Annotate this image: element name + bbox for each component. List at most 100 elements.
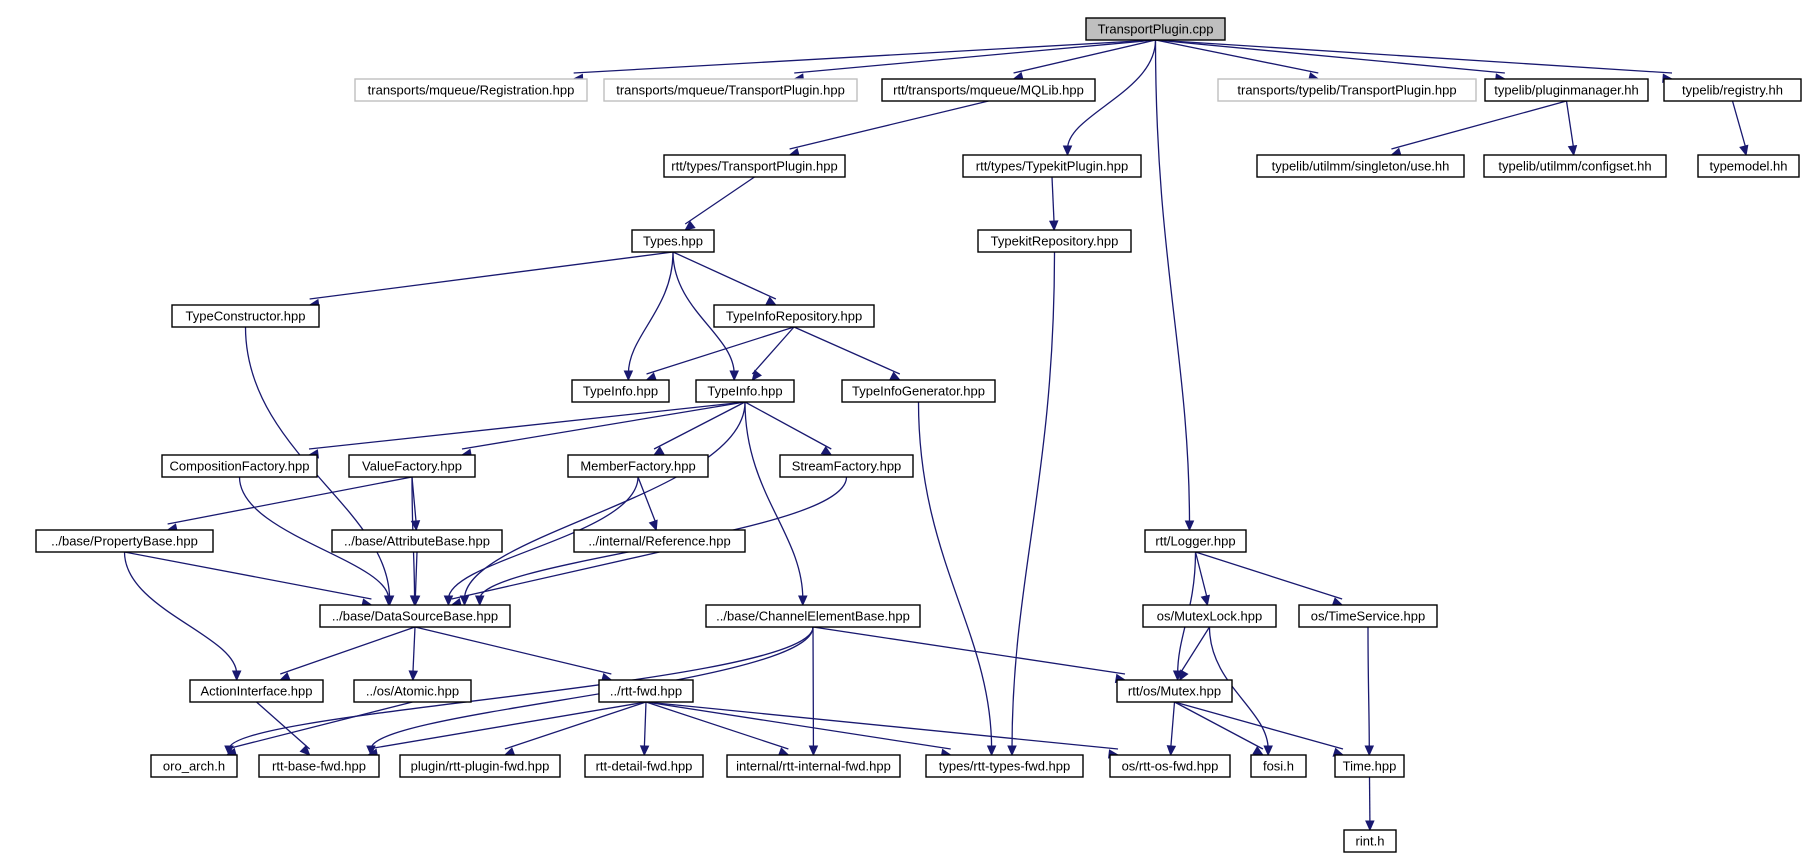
node-atomic[interactable]: ../os/Atomic.hpp [353,679,472,703]
edge-typeinfo2-to-memfac [653,401,746,450]
node-label: ../base/PropertyBase.hpp [51,534,198,549]
node-label: os/rtt-os-fwd.hpp [1122,759,1219,774]
node-types_tp[interactable]: rtt/types/TransportPlugin.hpp [663,154,846,178]
node-box [571,379,670,403]
node-label: TypekitRepository.hpp [991,234,1119,249]
node-box [695,379,795,403]
node-box [331,529,503,553]
node-box [567,454,709,478]
node-box [189,679,324,703]
node-ti_repo[interactable]: TypeInfoRepository.hpp [713,304,875,328]
node-root[interactable]: TransportPlugin.cpp [1085,17,1226,41]
node-typeinfo2[interactable]: TypeInfo.hpp [695,379,795,403]
edge-typeinfo2-to-valfac [461,401,746,450]
edge-root-to-mq_reg [573,39,1156,74]
node-mqlib[interactable]: rtt/transports/mqueue/MQLib.hpp [881,78,1096,102]
node-box [348,454,476,478]
edge-chanbase-to-mutex [812,626,1126,675]
edge-types-to-ti_repo [672,251,777,300]
node-tk_repo[interactable]: TypekitRepository.hpp [977,229,1132,253]
node-internalfwd[interactable]: internal/rtt-internal-fwd.hpp [726,754,901,778]
node-chanbase[interactable]: ../base/ChannelElementBase.hpp [705,604,921,628]
node-pluginmgr[interactable]: typelib/pluginmanager.hh [1484,78,1649,102]
node-tk_plugin[interactable]: rtt/types/TypekitPlugin.hpp [962,154,1142,178]
node-label: TypeInfo.hpp [707,384,782,399]
node-pluginfwd[interactable]: plugin/rtt-plugin-fwd.hpp [399,754,561,778]
node-label: os/MutexLock.hpp [1157,609,1263,624]
node-mq_reg: transports/mqueue/Registration.hpp [354,78,588,102]
node-box [1250,754,1307,778]
node-fosi[interactable]: fosi.h [1250,754,1307,778]
arrowhead-root-to-tk_plugin [1062,145,1073,157]
node-rint[interactable]: rint.h [1343,829,1397,853]
node-propbase[interactable]: ../base/PropertyBase.hpp [35,529,214,553]
arrowhead-chanbase-to-internalfwd [808,745,819,757]
edge-root-to-mqlib [1013,39,1156,74]
node-detailfwd[interactable]: rtt-detail-fwd.hpp [584,754,704,778]
node-basefwd[interactable]: rtt-base-fwd.hpp [258,754,380,778]
node-typeinfo1[interactable]: TypeInfo.hpp [571,379,670,403]
arrowhead-pluginmgr-to-configset [1567,144,1578,157]
node-rttfwd[interactable]: ../rtt-fwd.hpp [598,679,694,703]
edge-ti_gen-to-typesfwd [917,401,993,750]
node-memfac[interactable]: MemberFactory.hpp [567,454,709,478]
node-logger[interactable]: rtt/Logger.hpp [1144,529,1247,553]
arrowhead-actioniface-to-basefwd [299,744,311,756]
node-typesfwd[interactable]: types/rtt-types-fwd.hpp [925,754,1084,778]
arrowhead-logger-to-mutexlock [1200,594,1210,607]
node-box [161,454,318,478]
node-label: ActionInterface.hpp [200,684,312,699]
node-timeservice[interactable]: os/TimeService.hpp [1298,604,1438,628]
node-osfwd[interactable]: os/rtt-os-fwd.hpp [1109,754,1231,778]
node-actioniface[interactable]: ActionInterface.hpp [189,679,324,703]
edge-registry-to-typemodel [1731,100,1747,150]
arrowhead-propbase-to-actioniface [231,670,242,682]
node-label: fosi.h [1263,759,1294,774]
node-mutex[interactable]: rtt/os/Mutex.hpp [1116,679,1233,703]
node-attrbase[interactable]: ../base/AttributeBase.hpp [331,529,503,553]
node-label: CompositionFactory.hpp [170,459,310,474]
arrowhead-strfac-to-dsbase [474,595,485,607]
edge-rttfwd-to-basefwd [367,701,647,750]
node-types[interactable]: Types.hpp [631,229,715,253]
node-typector[interactable]: TypeConstructor.hpp [171,304,320,328]
node-mutexlock[interactable]: os/MutexLock.hpp [1142,604,1277,628]
edge-typeinfo2-to-compfac [308,401,746,450]
node-label: TransportPlugin.cpp [1098,22,1214,37]
arrowhead-types-to-typeinfo2 [729,370,739,382]
node-registry[interactable]: typelib/registry.hh [1663,78,1802,102]
node-oroarch[interactable]: oro_arch.h [150,754,238,778]
node-layer: TransportPlugin.cpp transports/mqueue/Reg… [35,17,1802,853]
node-box [705,604,921,628]
edge-mutex-to-osfwd [1170,701,1176,750]
node-typemodel[interactable]: typemodel.hh [1697,154,1800,178]
edge-root-to-mq_tp [794,39,1156,74]
node-singleton[interactable]: typelib/utilmm/singleton/use.hh [1256,154,1465,178]
edge-valfac-to-propbase [167,476,413,525]
node-configset[interactable]: typelib/utilmm/configset.hh [1483,154,1667,178]
node-valfac[interactable]: ValueFactory.hpp [348,454,476,478]
arrowhead-typeinfo2-to-chanbase [798,595,808,607]
node-reference[interactable]: ../internal/Reference.hpp [573,529,746,553]
node-box [603,78,858,102]
node-box [925,754,1084,778]
edge-atomic-to-oroarch [226,701,413,750]
node-compfac[interactable]: CompositionFactory.hpp [161,454,318,478]
edge-mutex-to-fosi [1174,701,1264,750]
edge-mutex-to-time [1174,701,1344,750]
node-box [1484,78,1649,102]
edge-root-to-pluginmgr [1155,39,1505,74]
arrowhead-types_tp-to-types [684,220,696,231]
edge-attrbase-to-dsbase [414,551,418,600]
edge-types-to-typeinfo2 [672,251,735,375]
node-box [1334,754,1405,778]
arrowhead-memfac-to-dsbase [443,595,454,607]
node-box [1085,17,1226,41]
node-time[interactable]: Time.hpp [1334,754,1405,778]
arrowhead-dsbase-to-atomic [408,670,419,682]
node-box [1109,754,1231,778]
node-strfac[interactable]: StreamFactory.hpp [779,454,914,478]
node-ti_gen[interactable]: TypeInfoGenerator.hpp [841,379,996,403]
node-box [1116,679,1233,703]
node-dsbase[interactable]: ../base/DataSourceBase.hpp [319,604,511,628]
